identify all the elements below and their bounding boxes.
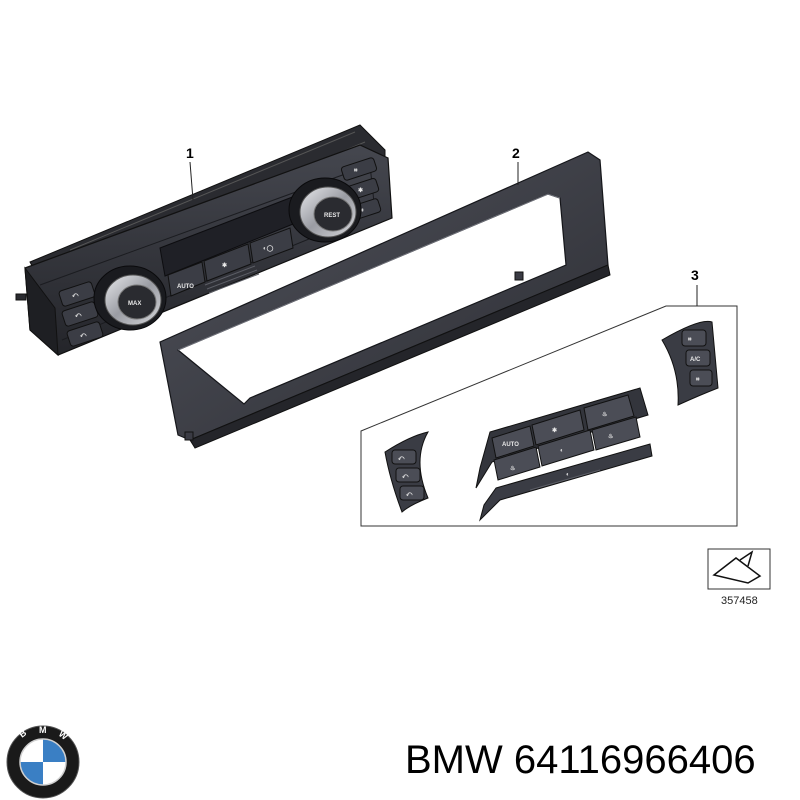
left-button-3 <box>66 321 104 347</box>
seat-air-icon: ⤺ <box>75 313 82 319</box>
svg-text:B: B <box>17 727 29 739</box>
grille <box>204 265 260 294</box>
left-button-strip: ⤺ ⤺ ⤺ <box>384 431 429 513</box>
ac-label: A/C <box>690 357 701 363</box>
max-label: MAX <box>128 301 141 307</box>
bmw-logo: B M W <box>6 725 80 799</box>
caption-part-number: 64116966406 <box>513 738 756 782</box>
part-caption: BMW 64116966406 <box>405 735 795 785</box>
right-button-strip: ⌗ A/C ⌗ <box>661 320 719 406</box>
reference-box: 357458 <box>707 548 771 607</box>
callout-1-label: 1 <box>186 145 194 161</box>
left-temperature-knob: MAX <box>93 265 167 331</box>
callout-3: 3 <box>691 267 699 306</box>
recirc-icon: ◐◯ <box>263 245 274 252</box>
bottom-strip: ◐ <box>479 443 653 522</box>
trim-bezel <box>159 151 611 449</box>
seat-heat-left-icon: ♨ <box>510 465 515 472</box>
seat-heat-icon: ♨ <box>602 411 607 418</box>
reference-number: 357458 <box>721 595 758 607</box>
button-set-frame <box>360 305 738 527</box>
svg-text:M: M <box>39 725 47 735</box>
auto-label: AUTO <box>177 284 194 290</box>
seat-icon-strip: ⤺ <box>398 456 405 462</box>
recirc-icon-cluster: ◐ <box>560 448 564 454</box>
footwell-icon: ⤺ <box>80 333 87 339</box>
caption-brand: BMW <box>405 738 503 782</box>
rear-defrost-icon: ⌗ <box>359 208 364 214</box>
defrost-icon: ⌗ <box>353 168 358 174</box>
auto-button <box>167 261 206 297</box>
footwell-icon-strip: ⤺ <box>406 492 413 498</box>
rear-defrost-icon-strip: ⌗ <box>695 377 700 383</box>
recirc-small-icon: ◐ <box>566 472 570 478</box>
fan-icon: ✱ <box>222 262 227 269</box>
left-button-1 <box>58 281 96 307</box>
auto-small-label: AUTO <box>502 442 519 448</box>
right-button-1 <box>340 157 378 181</box>
callout-3-label: 3 <box>691 267 699 283</box>
seat-heat-right-icon: ♨ <box>608 433 613 440</box>
right-temperature-knob: REST <box>288 177 362 243</box>
fan-button <box>203 243 252 282</box>
callout-2-label: 2 <box>512 145 520 161</box>
seat-air-icon-strip: ⤺ <box>402 474 409 480</box>
defrost-icon-strip: ⌗ <box>687 337 692 343</box>
seat-icon: ⤺ <box>72 293 79 299</box>
recirc-button <box>249 227 294 264</box>
middle-button-cluster: AUTO ✱ ♨ ♨ ◐ ♨ <box>475 387 649 489</box>
fan-small-icon: ✱ <box>358 187 363 194</box>
fan-icon-cluster: ✱ <box>552 427 557 434</box>
callout-1: 1 <box>186 145 194 201</box>
climate-control-unit: AUTO ✱ ◐◯ ⤺ ⤺ ⤺ ⌗ ✱ ⌗ MAX REST <box>15 124 393 357</box>
callout-2: 2 <box>512 145 520 185</box>
rest-label: REST <box>324 213 340 219</box>
